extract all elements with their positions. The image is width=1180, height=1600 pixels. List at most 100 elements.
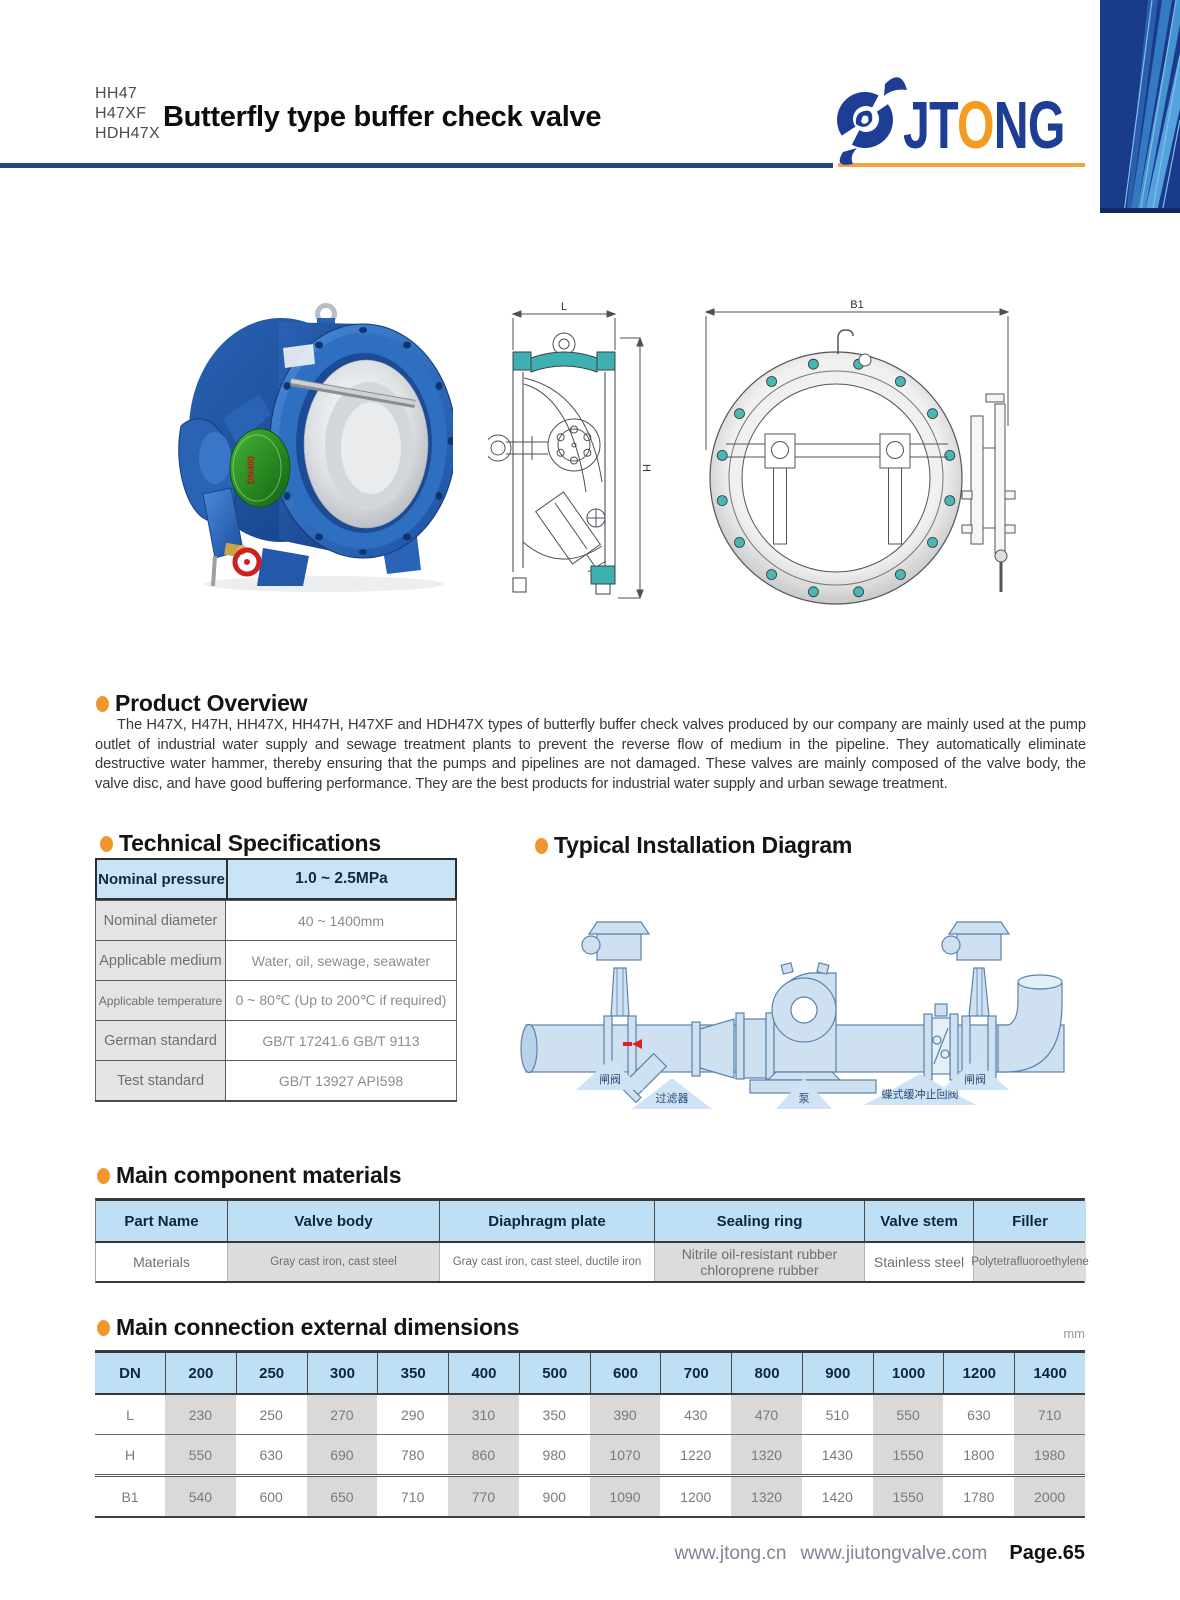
svg-text:H: H — [640, 464, 652, 472]
model-code-2: H47XF — [95, 105, 147, 122]
bolt-hole — [944, 449, 956, 461]
bolt-hole — [808, 358, 819, 370]
bolt-hole — [716, 495, 728, 507]
svg-text:DN400: DN400 — [246, 456, 256, 484]
bolt-hole — [766, 569, 777, 580]
dimension-cell: 1320 — [731, 1435, 802, 1474]
specs-heading: Technical Specifications — [100, 830, 381, 857]
spec-value: 1.0 ~ 2.5MPa — [228, 860, 455, 898]
spec-label: German standard — [96, 1021, 226, 1060]
dimensions-heading: Main connection external dimensions — [97, 1314, 519, 1341]
bolt-hole — [766, 376, 777, 387]
bolt-hole — [894, 376, 906, 387]
dimension-cell: 1780 — [963, 1488, 995, 1505]
dn-header-cell: 1200 — [943, 1353, 1015, 1393]
dn-header-cell: 900 — [801, 1353, 873, 1393]
dn-header-cell: 350 — [377, 1353, 449, 1393]
dimension-cell: 390 — [589, 1395, 661, 1434]
dimension-cell: 310 — [448, 1395, 519, 1434]
orange-bullet-icon — [97, 1319, 110, 1336]
dimensions-heading-text: Main connection external dimensions — [116, 1314, 520, 1340]
orange-bullet-icon — [100, 835, 113, 852]
dimension-cell: 1200 — [680, 1488, 712, 1505]
page-title: Butterfly type buffer check valve — [163, 101, 602, 133]
dimension-cell: 1550 — [872, 1477, 944, 1516]
dimension-cell: 270 — [306, 1395, 378, 1434]
spec-row: Test standard GB/T 13927 API598 — [95, 1060, 457, 1100]
spec-value: GB/T 17241.6 GB/T 9113 — [262, 1032, 420, 1049]
label-triangle — [776, 1078, 832, 1109]
svg-text:L: L — [561, 301, 567, 313]
materials-cell: Nitrile oil-resistant rubber chloroprene… — [654, 1243, 864, 1281]
spec-label: Applicable temperature — [96, 981, 226, 1020]
materials-cell: Gray cast iron, cast steel — [227, 1243, 439, 1281]
materials-column-header: Diaphragm plate — [439, 1201, 654, 1241]
dn-header-cell: 700 — [660, 1353, 732, 1393]
dimension-row-label: L — [126, 1406, 134, 1423]
materials-cell: Polytetrafluoroethylene — [971, 1243, 1089, 1281]
dimension-cell: 1800 — [963, 1446, 995, 1463]
dn-header-cell: 600 — [589, 1353, 661, 1393]
footer: www.jtong.cn www.jiutongvalve.com Page.6… — [675, 1542, 1085, 1565]
dn-header-cell: 400 — [448, 1353, 519, 1393]
bolt-hole — [853, 586, 865, 598]
materials-column-header: Valve stem — [864, 1201, 973, 1241]
dimension-cell: 980 — [542, 1446, 566, 1463]
dimension-cell: 510 — [825, 1406, 849, 1423]
dimension-cell: 710 — [401, 1488, 425, 1505]
bolt-hole — [808, 586, 819, 598]
spec-label: Nominal diameter — [96, 901, 226, 940]
diagram-label: 蝶式缓冲止回阀 — [882, 1087, 959, 1101]
overview-heading: Product Overview — [96, 690, 308, 717]
svg-text:B1: B1 — [850, 299, 863, 311]
dimension-cell: 1420 — [821, 1488, 853, 1505]
diagram-label: 过滤器 — [656, 1092, 689, 1105]
dimension-cell: 290 — [401, 1406, 425, 1423]
spec-label: Test standard — [96, 1061, 226, 1100]
dimension-cell: 780 — [401, 1446, 425, 1463]
dimension-cell: 2000 — [1014, 1477, 1085, 1516]
spec-value: 40 ~ 1400mm — [298, 912, 384, 929]
dimension-cell: 1070 — [589, 1435, 661, 1474]
orange-bullet-icon — [535, 837, 548, 854]
label-triangle — [576, 1059, 644, 1090]
dimension-cell: 690 — [306, 1435, 378, 1474]
footer-url-2: www.jiutongvalve.com — [800, 1543, 988, 1564]
materials-column-header: Part Name — [96, 1201, 227, 1241]
footer-url-1: www.jtong.cn — [674, 1543, 787, 1564]
footer-page-number: Page.65 — [1009, 1542, 1085, 1564]
materials-heading-text: Main component materials — [116, 1162, 402, 1188]
diagram-label: 闸阀 — [599, 1072, 621, 1086]
model-code-1: HH47 — [95, 85, 138, 102]
dimension-cell: 350 — [542, 1406, 566, 1423]
diagram-label: 泵 — [799, 1092, 810, 1105]
bolt-hole — [944, 495, 956, 507]
dimension-cell: 860 — [448, 1435, 519, 1474]
dimension-cell: 1980 — [1014, 1435, 1085, 1474]
spec-value: Water, oil, sewage, seawater — [251, 952, 431, 969]
installation-diagram: 闸阀过滤器泵蝶式缓冲止回阀闸阀 — [520, 921, 1065, 1109]
spec-value: GB/T 13927 API598 — [278, 1072, 404, 1089]
materials-column-header: Sealing ring — [654, 1201, 864, 1241]
dimension-cell: 770 — [448, 1477, 519, 1516]
orange-bullet-icon — [96, 695, 109, 712]
spec-label: Nominal pressure — [97, 860, 228, 898]
materials-cell: Stainless steel — [864, 1243, 973, 1281]
dimension-cell: 650 — [306, 1477, 378, 1516]
dn-header-cell: 1400 — [1014, 1353, 1085, 1393]
bolt-hole — [716, 449, 728, 461]
spec-label: Applicable medium — [96, 941, 226, 980]
model-code-3: HDH47X — [95, 125, 160, 142]
brand-pre: JT — [903, 88, 958, 163]
dimension-cell: 1320 — [731, 1477, 802, 1516]
materials-column-header: Filler — [973, 1201, 1086, 1241]
front-drawing: B1 — [704, 299, 1016, 605]
label-triangle — [864, 1074, 976, 1105]
bolt-hole — [734, 536, 745, 548]
brand-logo-text: JTONG — [903, 92, 1065, 159]
